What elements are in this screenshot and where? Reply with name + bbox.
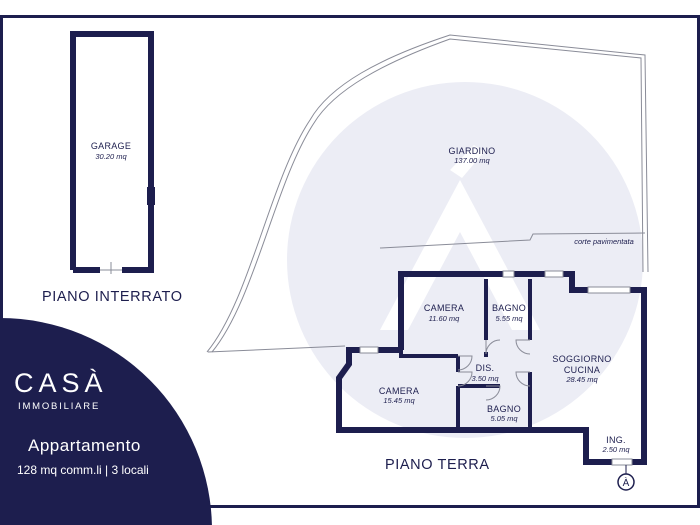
bagno-1-area: 5.55 mq xyxy=(495,314,523,323)
camera-1-label: CAMERA xyxy=(424,303,464,313)
sheet-frame xyxy=(0,15,700,508)
apartment-walls xyxy=(336,271,647,465)
listing-details: 128 mq comm.li | 3 locali xyxy=(17,463,149,477)
garage-area: 30.20 mq xyxy=(95,152,127,161)
camera-1-area: 11.60 mq xyxy=(429,314,461,323)
bagno-2-area: 5.05 mq xyxy=(490,414,518,423)
soggiorno-area: 28.45 mq xyxy=(565,375,598,384)
garage-label: GARAGE xyxy=(91,141,131,151)
cucina-label: CUCINA xyxy=(564,365,600,375)
listing-type: Appartamento xyxy=(28,436,141,455)
brand-block: CASÀ IMMOBILIARE Appartamento 128 mq com… xyxy=(0,318,212,525)
disimpegno-area: 3.50 mq xyxy=(471,374,499,383)
interior-walls xyxy=(399,279,532,430)
paved-court-label: corte pavimentata xyxy=(574,237,634,246)
brand-subtitle: IMMOBILIARE xyxy=(18,401,100,412)
camera-2-area: 15.45 mq xyxy=(383,396,415,405)
door-swings xyxy=(457,339,531,401)
entrance-marker-letter: À xyxy=(623,476,630,489)
bagno-1-label: BAGNO xyxy=(492,303,526,313)
brand-background xyxy=(0,318,212,525)
garden-outline xyxy=(206,34,649,353)
camera-2-label: CAMERA xyxy=(379,386,419,396)
bagno-2-label: BAGNO xyxy=(487,404,521,414)
garden-area: 137.00 mq xyxy=(454,156,490,165)
floor-label-ground: PIANO TERRA xyxy=(385,457,490,473)
ingresso-area: 2.50 mq xyxy=(601,445,630,454)
brand-logo-text: CASÀ xyxy=(14,368,108,398)
windows xyxy=(359,270,633,466)
disimpegno-label: DIS. xyxy=(476,363,495,373)
soggiorno-label: SOGGIORNO xyxy=(552,354,611,364)
floor-label-basement: PIANO INTERRATO xyxy=(42,289,183,305)
garden-label: GIARDINO xyxy=(449,146,496,156)
entrance-marker: À xyxy=(617,465,635,491)
ingresso-label: ING. xyxy=(606,435,626,445)
garage-plan xyxy=(70,31,155,274)
